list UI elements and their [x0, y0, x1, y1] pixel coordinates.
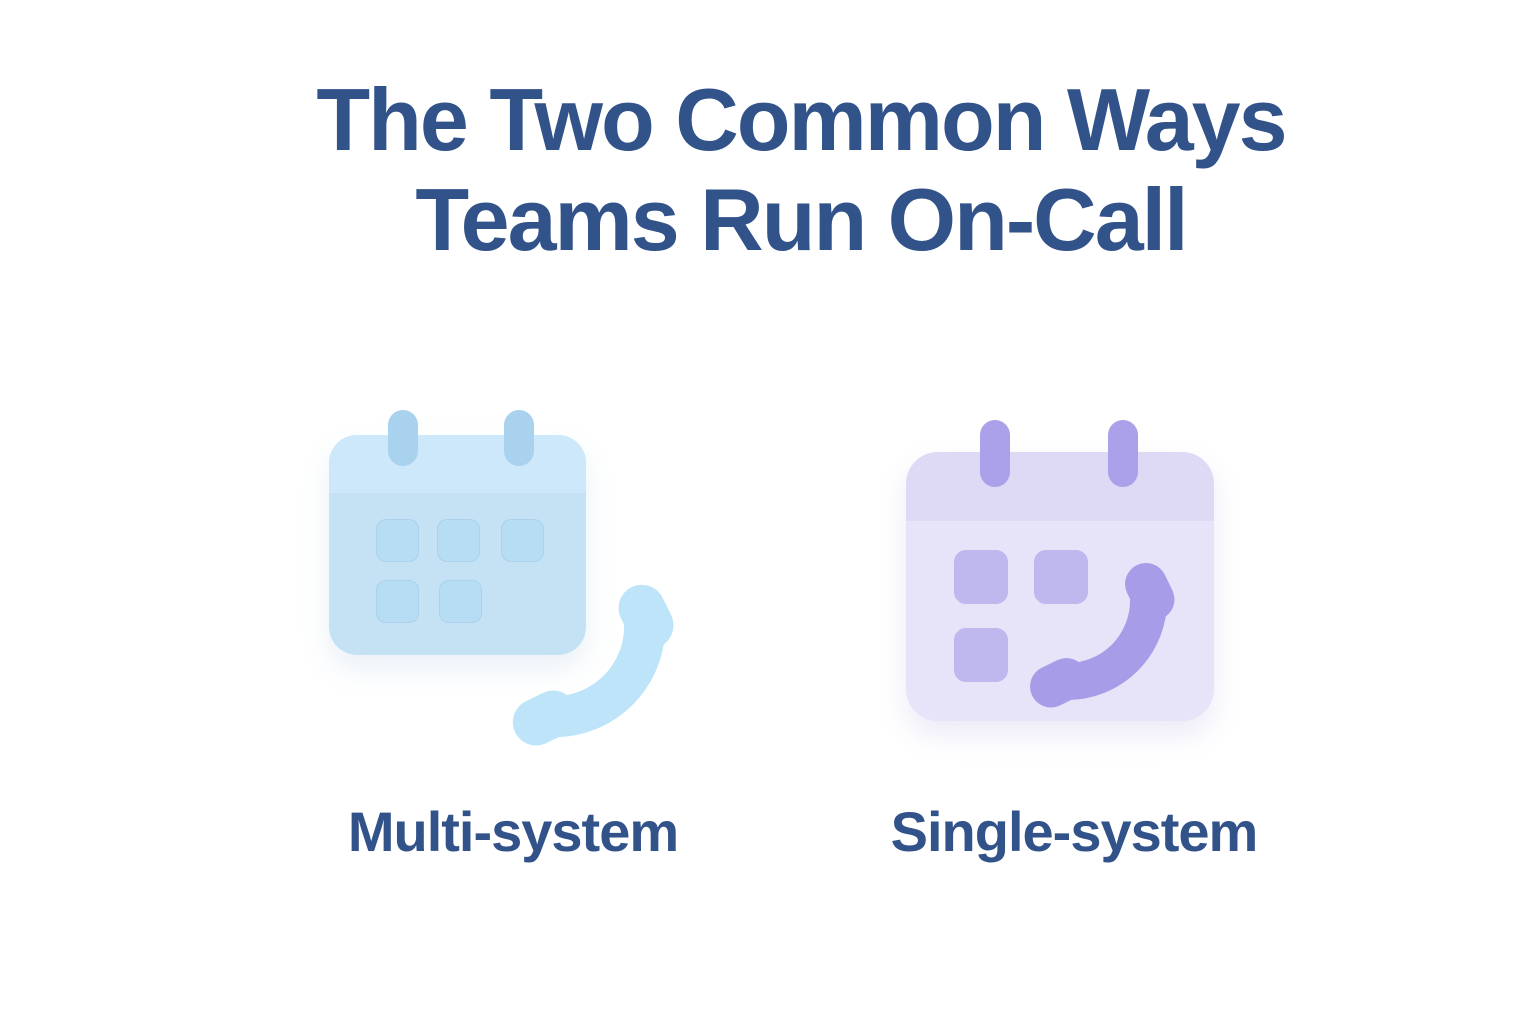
- day-square: [376, 580, 419, 623]
- title-line-1: The Two Common Ways: [316, 70, 1287, 169]
- phone-handset-icon: [512, 584, 674, 746]
- calendar-header: [329, 435, 586, 493]
- binder-ring-icon: [388, 410, 418, 466]
- phone-handset-icon: [1030, 563, 1175, 708]
- day-square: [1034, 550, 1088, 604]
- binder-ring-icon: [1108, 420, 1138, 487]
- day-square: [437, 519, 480, 562]
- title-line-2: Teams Run On-Call: [415, 170, 1188, 269]
- page-title: The Two Common Ways Teams Run On-Call: [33, 70, 1536, 270]
- day-square: [376, 519, 419, 562]
- multi-system-label: Multi-system: [347, 800, 679, 863]
- single-system-label: Single-system: [890, 800, 1259, 863]
- day-square: [954, 550, 1008, 604]
- day-square: [501, 519, 544, 562]
- day-square: [954, 628, 1008, 682]
- calendar-header: [906, 452, 1214, 521]
- day-square: [439, 580, 482, 623]
- binder-ring-icon: [980, 420, 1010, 487]
- binder-ring-icon: [504, 410, 534, 466]
